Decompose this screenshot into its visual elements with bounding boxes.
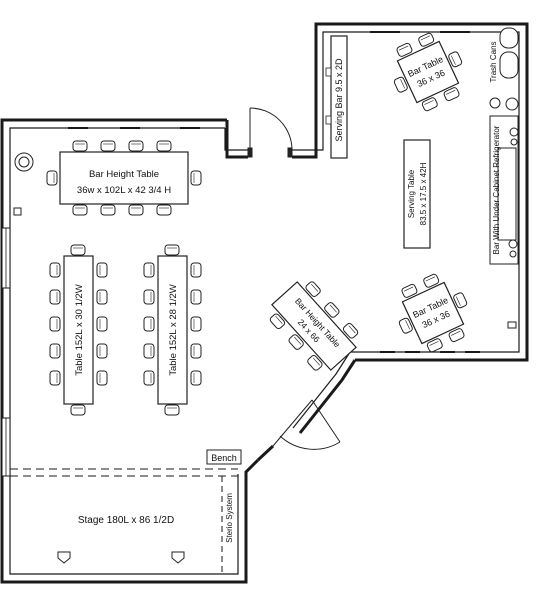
bar-height-table-top: Bar Height Table 36w x 102L x 42 3/4 H [46,140,202,216]
bar-height-table-top-dims: 36w x 102L x 42 3/4 H [77,185,171,196]
walls [0,22,529,584]
bar-table-top: Bar Table 36 x 36 [392,31,464,113]
table-left: Table 152L x 30 1/2W [49,244,108,416]
table-right: Table 152L x 28 1/2W [143,244,202,416]
serving-bar-label: Serving Bar 9.5 x 2D [334,58,344,142]
serving-table: Serving Table 83.5 x 17.5 x 42H [403,139,431,249]
trash-cans-label: Trash Cans [489,41,498,82]
serving-table-label: Serving Table [407,169,416,218]
bar-height-table-top-label: Bar Height Table [89,169,159,180]
bench: Bench [206,449,242,465]
corner-fixture [13,152,34,216]
bar-refrigerator: Bar With Under Cabinet Refrigerator [489,97,519,329]
table-right-label: Table 152L x 28 1/2W [168,284,179,376]
stereo-system: Sterio System [225,493,234,543]
bar-table-bottom: Bar Table 36 x 36 [397,272,469,354]
trash-cans: Trash Cans [489,27,519,83]
bar-refrigerator-label: Bar With Under Cabinet Refrigerator [492,125,501,254]
stereo-label: Sterio System [225,493,234,543]
bar-height-table-mid: Bar Height Table 24 x 66 [268,280,360,372]
stage: Stage 180L x 86 1/2D [57,515,185,564]
stage-label: Stage 180L x 86 1/2D [78,515,174,526]
door-bottom [272,399,341,450]
bench-label: Bench [211,453,237,463]
door-top [247,107,293,158]
serving-bar: Serving Bar 9.5 x 2D [325,35,348,159]
table-left-label: Table 152L x 30 1/2W [74,284,85,376]
serving-table-dims: 83.5 x 17.5 x 42H [419,162,428,225]
